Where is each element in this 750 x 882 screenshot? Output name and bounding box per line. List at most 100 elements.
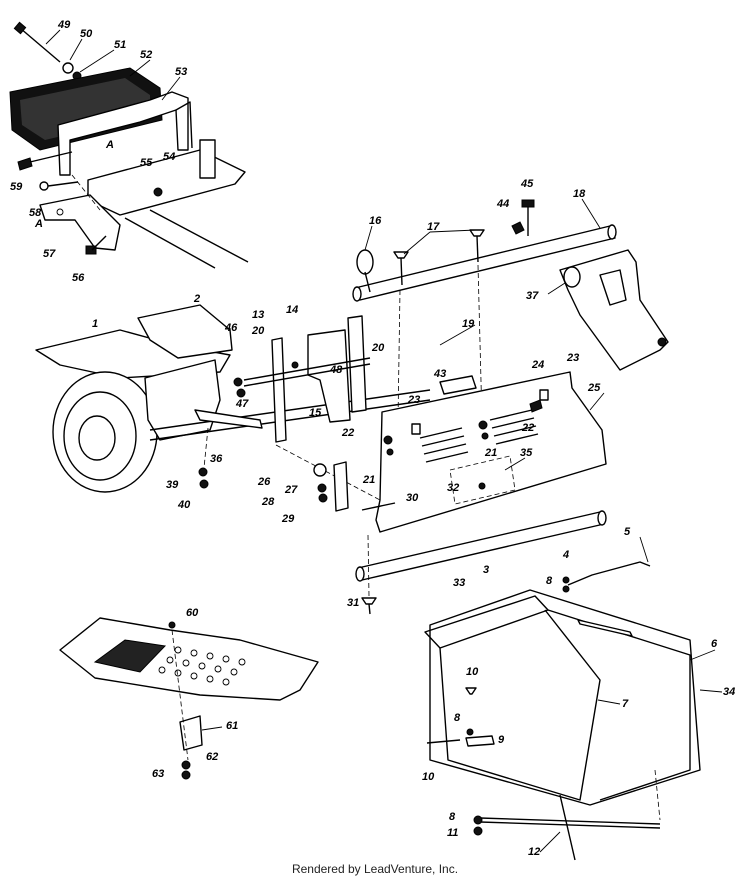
callout-46: 46 [224,322,238,334]
callout-16: 16 [369,215,382,227]
nut-39 [198,467,208,477]
wheel-hub [78,415,116,461]
clip-9 [465,735,495,747]
guide-line [654,769,661,821]
axle-end [597,510,607,526]
clip-23 [411,423,421,435]
nut-4 [562,576,570,584]
callout-56: 56 [72,272,85,284]
bolt-60 [168,621,176,629]
callout-27: 27 [284,484,298,496]
callout-36: 36 [210,453,223,465]
callout-47: 47 [235,398,249,410]
bolt-shank [29,151,73,163]
guide-line [367,534,370,597]
callout-31: 31 [347,597,359,609]
callout-63: 63 [152,768,164,780]
callout-7: 7 [622,698,629,710]
callout-58: 58 [29,207,42,219]
bolt-32 [478,482,486,490]
bolt-59 [17,157,33,171]
callout-12: 12 [528,846,540,858]
guide-line [203,427,209,469]
guide-line [275,444,381,501]
callout-53: 53 [175,66,187,78]
tractor-side-view [35,304,431,501]
bolt-48 [291,361,299,369]
nut-21 [386,448,394,456]
callout-61: 61 [226,720,238,732]
cover-35 [449,455,516,505]
nut-22 [383,435,393,445]
rod-5 [567,561,651,586]
nut-11 [473,826,483,836]
frame-6 [547,609,691,801]
vent-slots [419,409,539,463]
callout-44: 44 [496,198,509,210]
callout-49: 49 [57,19,71,31]
nut-22b [478,420,488,430]
callout-39: 39 [166,479,179,491]
pin-17b [469,229,485,237]
callout-28: 28 [261,496,275,508]
callout-11: 11 [447,827,458,839]
bolt-10 [465,687,477,695]
bolt-30 [361,502,396,511]
callout-2: 2 [193,293,200,305]
nut-8c [473,815,483,825]
fender-1 [35,329,231,379]
footrest-holes [158,646,246,686]
callout-10b: 10 [422,771,435,783]
callout-29: 29 [281,513,295,525]
nut-8 [562,585,570,593]
callout-13: 13 [252,309,264,321]
frame-bar [149,389,431,431]
bolt-44 [511,221,525,235]
bracket-14 [347,315,367,413]
footer-credit: Rendered by LeadVenture, Inc. [291,862,459,876]
callout-9: 9 [498,734,505,746]
bolt-58 [39,181,49,191]
rod-19 [243,357,371,381]
callout-22: 22 [341,427,354,439]
pin-shank [364,271,371,293]
bolt-10b [426,739,461,744]
callout-A: A [105,139,114,151]
bolt-55 [153,187,163,197]
callout-17: 17 [427,221,440,233]
callout-21b: 21 [484,447,497,459]
nut-63 [181,770,191,780]
callout-23b: 23 [407,394,420,406]
plate-tab [199,139,216,179]
callout-32: 32 [447,482,459,494]
bar-12b [479,817,661,825]
rod-19b [243,363,371,387]
bolt-shank [368,603,371,615]
callout-57: 57 [43,248,56,260]
washer-50 [62,62,74,74]
frame-rail [149,209,249,263]
nut-8b [466,728,474,736]
front-weight-assembly [9,21,249,269]
hitch-plate-assembly [313,371,607,533]
callout-20b: 20 [371,342,385,354]
wheel-rim [63,391,137,481]
callout-43: 43 [433,368,446,380]
callout-60: 60 [186,607,199,619]
bracket-43 [439,375,477,395]
bolt-49 [19,27,61,63]
callout-6: 6 [711,638,718,650]
clip-23b [539,389,549,401]
callout-55: 55 [140,157,153,169]
bolt-31 [361,597,377,605]
bracket-29 [333,461,349,512]
axle-end [352,286,362,302]
callout-51: 51 [114,39,126,51]
nut-28 [318,493,328,503]
bolt-shank [47,181,79,187]
bag-34 [429,589,701,806]
bar-12 [479,821,661,829]
callout-5: 5 [624,526,631,538]
callout-23: 23 [566,352,579,364]
